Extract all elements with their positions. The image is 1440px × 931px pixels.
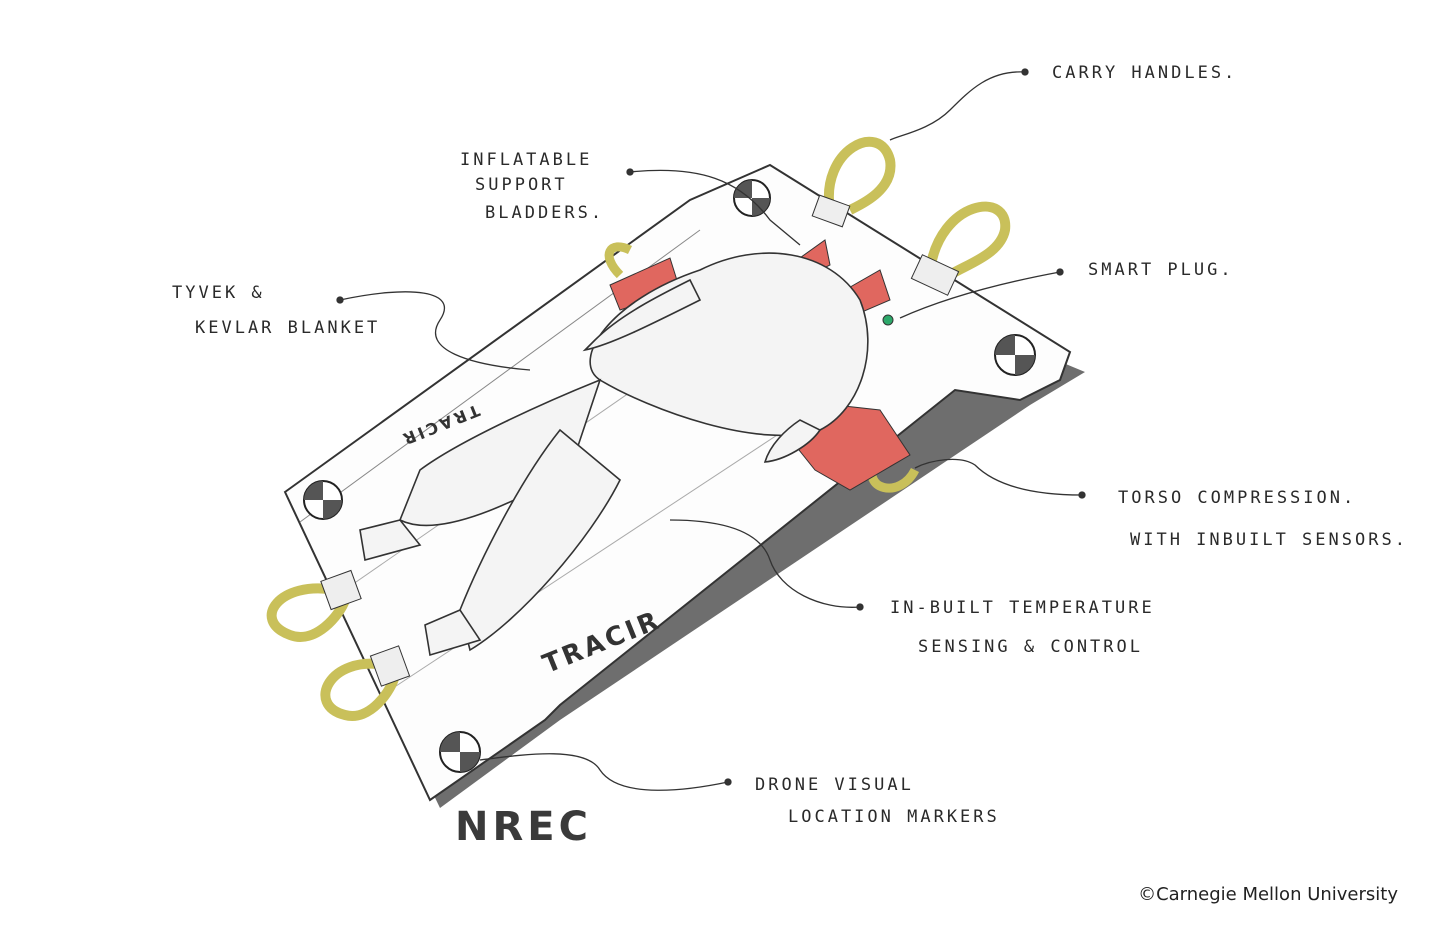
carry-handle (811, 136, 896, 228)
leader-line-temperature (669, 519, 861, 608)
label-smart-plug: SMART PLUG. (1088, 260, 1234, 280)
label-torso-line1: TORSO COMPRESSION. (1118, 488, 1356, 508)
label-temperature-line2: SENSING & CONTROL (918, 637, 1143, 657)
leader-line-carry-handles (889, 71, 1026, 141)
leader-line-tyvek (339, 291, 531, 371)
drone-marker (439, 731, 481, 773)
drone-marker (994, 334, 1036, 376)
label-drone-line1: DRONE VISUAL (755, 775, 914, 795)
label-inflatable-line1: INFLATABLE (460, 150, 592, 170)
copyright-notice: ©Carnegie Mellon University (1138, 884, 1398, 905)
carry-handle (320, 645, 411, 721)
label-temperature-line1: IN-BUILT TEMPERATURE (890, 598, 1155, 618)
label-drone-line2: LOCATION MARKERS (788, 807, 1000, 827)
label-tyvek-line2: KEVLAR BLANKET (195, 318, 380, 338)
label-tyvek-line1: TYVEK & (172, 283, 265, 303)
label-torso-line2: WITH INBUILT SENSORS. (1130, 530, 1408, 550)
drone-marker (303, 480, 343, 520)
label-inflatable-line2: SUPPORT (475, 175, 568, 195)
leader-line-inflatable (629, 169, 801, 246)
nrec-logo: NREC (455, 804, 592, 850)
leader-line-smart-plug (899, 271, 1061, 319)
leader-line-torso (914, 458, 1083, 496)
patient-figure (359, 252, 869, 657)
carry-handle (910, 201, 1011, 296)
label-inflatable-line3: BLADDERS. (485, 203, 604, 223)
leader-line-drone (479, 753, 729, 791)
carry-handle (604, 242, 633, 279)
carry-handle (266, 569, 362, 642)
rescue-mat (283, 163, 1072, 802)
smart-plug-icon (882, 314, 894, 326)
label-carry-handles: CARRY HANDLES. (1052, 63, 1237, 83)
drone-marker (733, 179, 771, 217)
